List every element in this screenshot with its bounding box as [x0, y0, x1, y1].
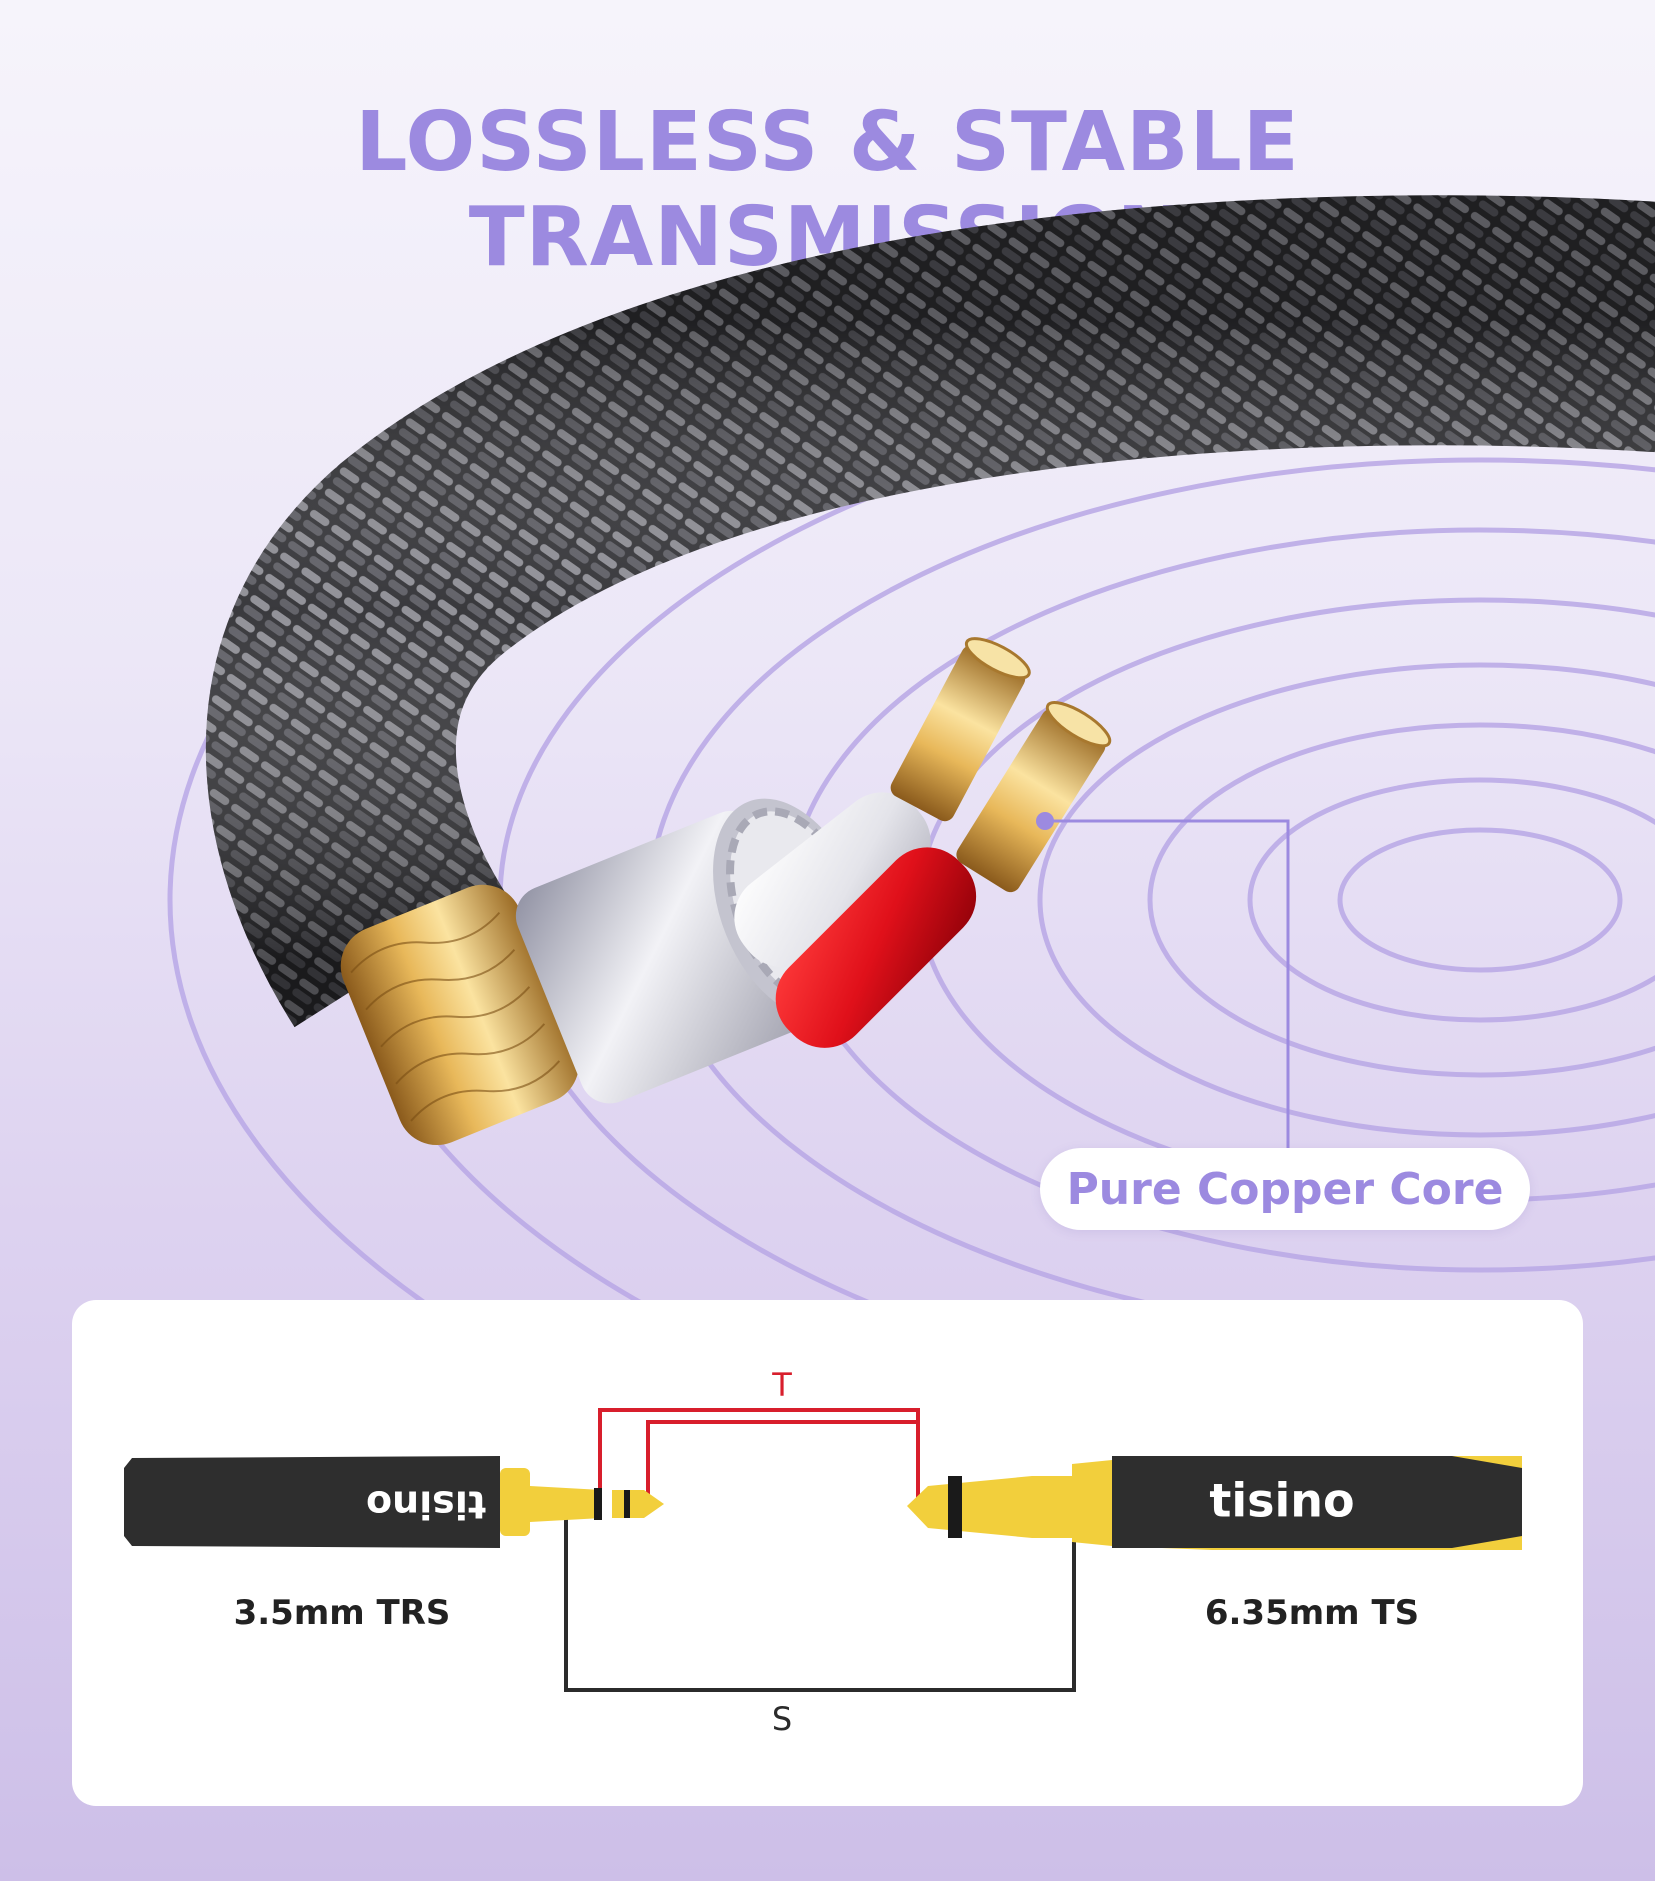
red-insulation	[775, 847, 977, 1048]
copper-core-red	[956, 701, 1112, 893]
left-plug-brand: tisino	[366, 1483, 486, 1527]
tip-wire	[598, 1408, 920, 1505]
cable-illustration	[167, 195, 1655, 1300]
gold-collar	[340, 884, 579, 1146]
callout-label: Pure Copper Core	[1066, 1163, 1504, 1215]
left-plug-label: 3.5mm TRS	[233, 1593, 451, 1633]
white-insulation	[734, 792, 931, 968]
callout-leader-line	[1045, 819, 1290, 1148]
copper-core-white	[890, 637, 1031, 822]
left-plug	[124, 1456, 664, 1548]
wiring-diagram-panel: tisino tisino T S 3.5mm TRS 6.35mm TS	[72, 1300, 1583, 1806]
copper-core-callout: Pure Copper Core	[1040, 1148, 1530, 1230]
wiring-diagram: tisino tisino	[124, 1408, 1522, 1692]
right-plug-brand: tisino	[1209, 1474, 1354, 1528]
tip-wire-label: T	[772, 1366, 792, 1404]
right-plug	[907, 1456, 1522, 1550]
sleeve-wire-label: S	[771, 1700, 793, 1738]
right-plug-label: 6.35mm TS	[1204, 1593, 1420, 1633]
sleeve-wire	[564, 1500, 1076, 1692]
